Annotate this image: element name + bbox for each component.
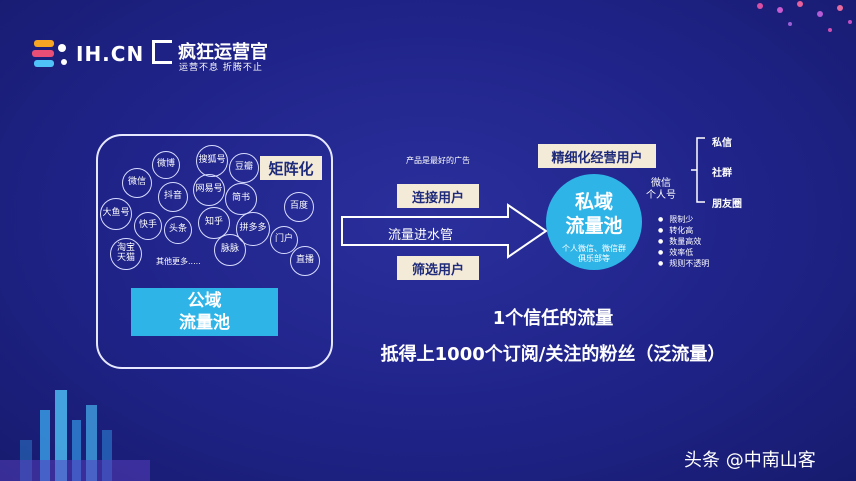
platform-bubble: 知乎 [198,207,230,239]
trait-item: 转化高 [658,225,709,236]
channel-community: 社群 [712,168,732,179]
public-pool-box [96,134,333,369]
private-pool-sub-line2: 俱乐部等 [578,254,610,263]
brand-icon [152,40,172,64]
ad-text: 产品是最好的广告 [406,156,470,165]
private-pool-title: 私域 流量池 [546,190,642,238]
private-pool-circle: 私域 流量池 个人微信、微信群 俱乐部等 [546,174,642,270]
platform-bubble: 微信 [122,168,152,198]
conclusion-line2: 抵得上1000个订阅/关注的粉丝（泛流量） [380,344,726,365]
filter-users-tag: 筛选用户 [397,256,479,280]
watermark: 头条 @中南山客 [684,450,816,471]
private-pool-subtitle: 个人微信、微信群 俱乐部等 [546,244,642,264]
matrix-label: 矩阵化 [260,156,322,180]
brand-slogan: 运营不息 折腾不止 [179,63,263,73]
channel-private-message: 私信 [712,138,732,149]
platform-bubble: 直播 [290,246,320,276]
conclusion-line1: 1个信任的流量 [492,308,614,329]
trait-item: 效率低 [658,247,709,258]
platform-bubble: 豆瓣 [229,153,259,183]
traffic-pipe-label: 流量进水管 [388,228,454,243]
private-pool-sub-line1: 个人微信、微信群 [562,244,626,253]
connect-users-tag: 连接用户 [397,184,479,208]
wechat-line1: 微信 [651,178,671,189]
platform-bubble: 脉脉 [214,234,246,266]
platform-bubble: 淘宝天猫 [110,238,142,270]
brand-name: 疯狂运营官 [178,42,268,63]
flow-arrow-icon [341,203,548,259]
platform-bubble: 网易号 [193,174,225,206]
public-pool-title-line1: 公域 [187,291,222,311]
trait-item: 限制少 [658,214,709,225]
refine-users-tag: 精细化经营用户 [538,144,656,168]
bracket-icon [691,137,705,203]
private-pool-title-line1: 私域 [574,191,613,213]
platform-bubble: 百度 [284,192,314,222]
wechat-line2: 个人号 [646,190,676,201]
traits-list: 限制少 转化高 数量高效 效率低 规则不透明 [658,214,709,269]
private-pool-title-line2: 流量池 [565,215,623,237]
wechat-personal-label: 微信 个人号 [646,178,676,202]
platform-bubble: 拼多多 [236,212,270,246]
platform-bubble: 微博 [152,151,180,179]
trait-item: 数量高效 [658,236,709,247]
platform-bubble: 门户 [270,226,298,254]
platform-bubble: 大鱼号 [100,198,132,230]
platform-bubble: 头条 [164,216,192,244]
public-pool-title-line2: 流量池 [179,313,230,333]
platform-bubble: 简书 [225,183,257,215]
ihcn-logo-text: IH.CN [76,42,145,66]
ihcn-logo-icon [32,40,67,67]
platform-bubble: 搜狐号 [196,145,228,177]
channel-moments: 朋友圈 [712,199,742,210]
trait-item: 规则不透明 [658,258,709,269]
platform-bubble: 快手 [134,212,162,240]
corner-decoration [757,1,852,32]
city-skyline-decoration [0,390,150,481]
more-platforms-text: 其他更多..... [156,257,201,266]
public-pool-title: 公域 流量池 [131,288,278,336]
platform-bubble: 抖音 [158,182,188,212]
